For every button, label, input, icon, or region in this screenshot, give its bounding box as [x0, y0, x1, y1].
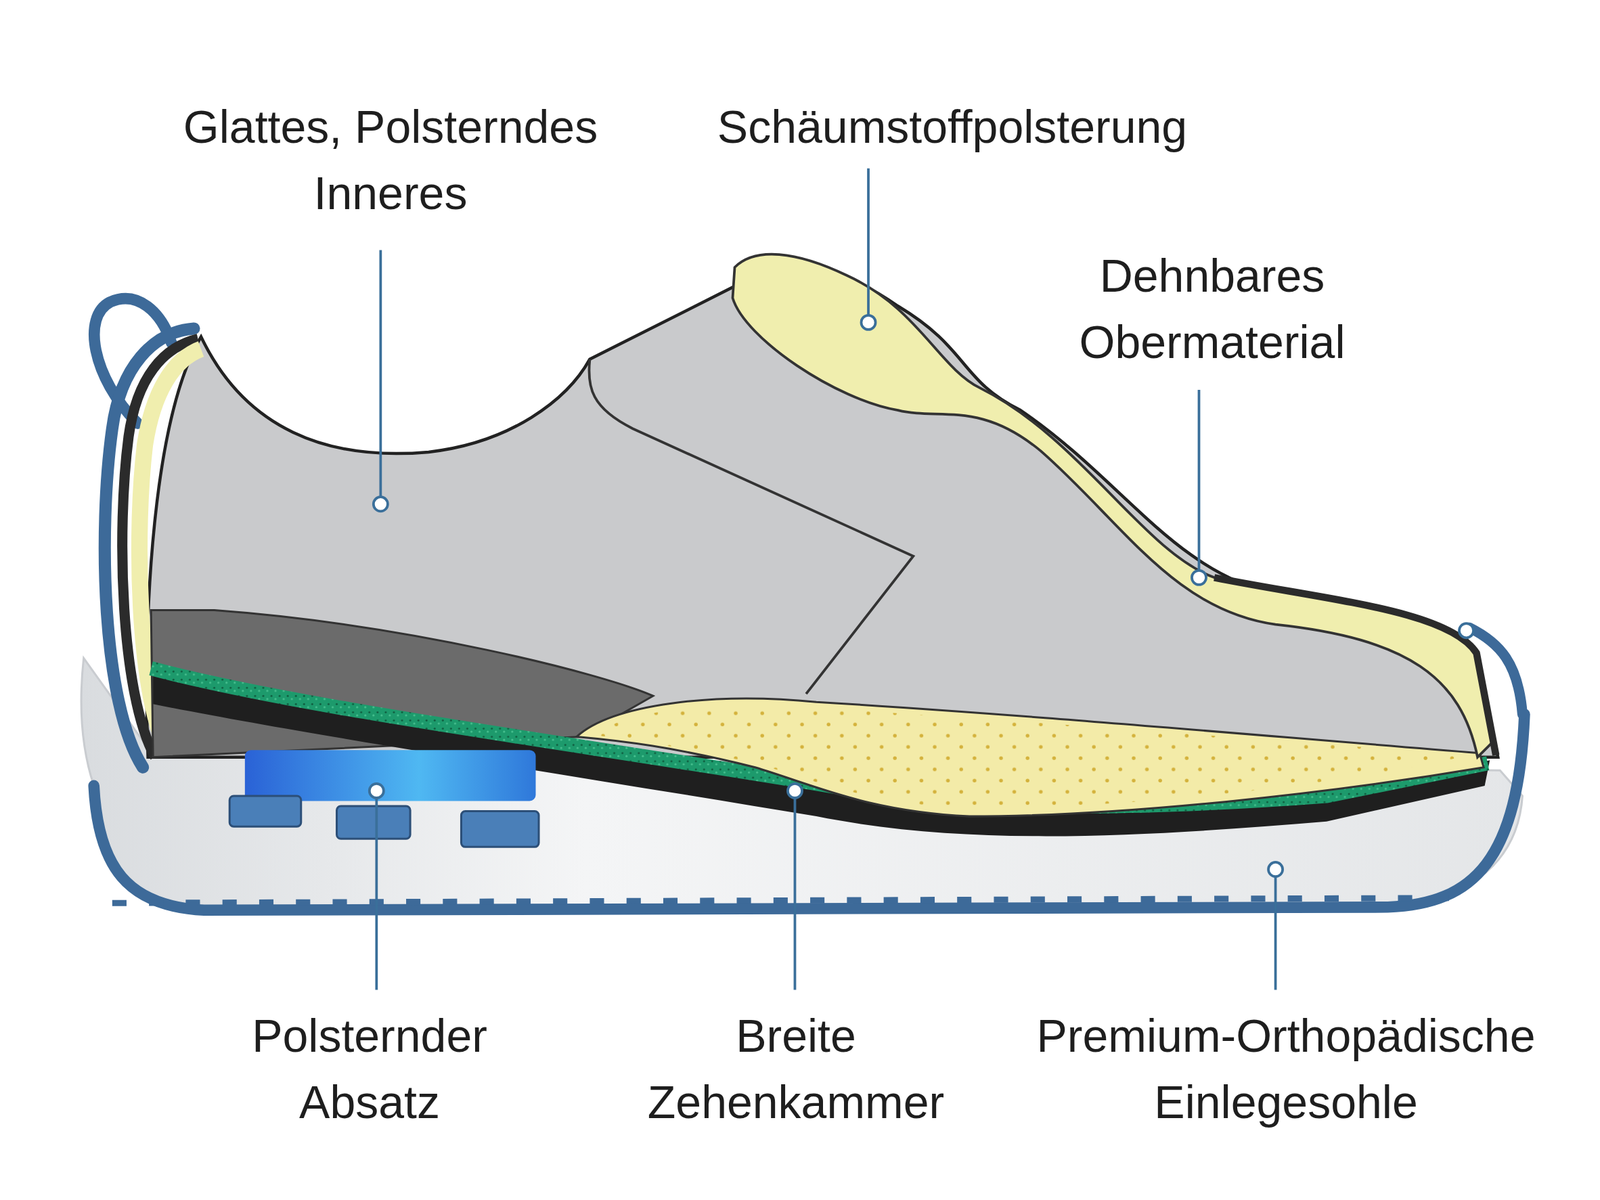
part-label: Premium-Orthopädische Einlegesohle	[981, 1002, 1591, 1136]
part-label: Glattes, Polsterndes Inneres	[153, 93, 628, 227]
part-label: Polsternder Absatz	[227, 1002, 512, 1136]
heel-pod	[337, 806, 411, 839]
heel-cushion	[245, 749, 537, 801]
toe-edge-blue	[1469, 627, 1523, 715]
insole-dots	[591, 705, 1470, 809]
heel-pod	[229, 795, 302, 827]
insole	[576, 698, 1484, 817]
part-label: Breite Zehenkammer	[626, 1002, 966, 1136]
callout-dots	[369, 315, 1474, 877]
heel-pod	[460, 811, 539, 848]
toe-edge-black	[1214, 577, 1496, 755]
upper-seam	[588, 359, 914, 695]
part-label: Schäumstoffpolsterung	[580, 93, 1325, 160]
part-label: Dehnbares Obermaterial	[1042, 242, 1382, 375]
tread	[112, 898, 1450, 904]
